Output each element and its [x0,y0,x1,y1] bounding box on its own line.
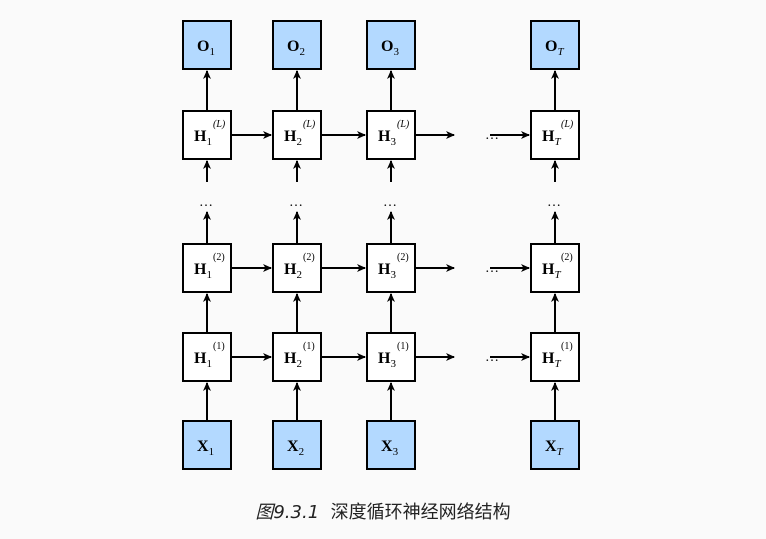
hidden-node-1: H1(2) [182,243,232,293]
layer-superscript: (1) [561,341,573,352]
time-subscript: 3 [390,136,396,148]
time-subscript: T [557,46,564,58]
hidden-node-2: H2(L) [272,110,322,160]
time-subscript: 1 [206,358,212,370]
hidden-node-box [530,332,580,382]
layer-superscript: (L) [303,119,316,130]
output-node-3: O3 [366,20,416,70]
time-subscript: 2 [296,358,302,370]
vertical-ellipsis: … [547,195,561,210]
hidden-node-box [272,332,322,382]
caption-text: 深度循环神经网络结构 [330,502,511,523]
time-subscript: 3 [393,46,399,58]
hidden-node-box [530,243,580,293]
time-subscript: T [554,136,561,148]
input-node-box [366,420,416,470]
hidden-node-box [366,110,416,160]
hidden-node-box [182,332,232,382]
hidden-node-3: H3(L) [366,110,416,160]
layer-superscript: (L) [213,119,226,130]
hidden-node-box [272,110,322,160]
hidden-node-box [272,243,322,293]
hidden-node-2: H2(1) [272,332,322,382]
figure-caption: 图9.3.1 深度循环神经网络结构 [0,498,766,524]
input-node-2: X2 [272,420,322,470]
time-subscript: 3 [393,446,399,458]
time-subscript: 2 [296,136,302,148]
time-subscript: 1 [209,46,215,58]
input-node-box [272,420,322,470]
vertical-ellipsis: … [289,195,303,210]
hidden-node-2: H2(2) [272,243,322,293]
hidden-node-box [182,110,232,160]
output-node-T: OT [530,20,580,70]
input-node-box [530,420,580,470]
layer-superscript: (L) [397,119,410,130]
output-node-box [182,20,232,70]
output-node-box [272,20,322,70]
time-subscript: 3 [390,358,396,370]
layer-superscript: (2) [303,252,315,263]
hidden-node-box [182,243,232,293]
output-node-box [366,20,416,70]
horizontal-ellipsis: … [485,128,499,143]
layer-superscript: (1) [397,341,409,352]
hidden-node-T: HT(L) [530,110,580,160]
layer-superscript: (L) [561,119,574,130]
time-subscript: 2 [299,46,305,58]
hidden-node-T: HT(2) [530,243,580,293]
time-subscript: T [557,446,564,458]
hidden-node-1: H1(L) [182,110,232,160]
hidden-node-1: H1(1) [182,332,232,382]
caption-number: 图9.3.1 [255,502,320,523]
input-node-1: X1 [182,420,232,470]
time-subscript: 2 [299,446,305,458]
hidden-node-3: H3(1) [366,332,416,382]
time-subscript: 1 [209,446,215,458]
input-node-box [182,420,232,470]
time-subscript: T [554,358,561,370]
layer-superscript: (1) [303,341,315,352]
input-node-3: X3 [366,420,416,470]
hidden-node-3: H3(2) [366,243,416,293]
layer-superscript: (2) [397,252,409,263]
horizontal-ellipsis: … [485,261,499,276]
layer-superscript: (2) [213,252,225,263]
input-node-T: XT [530,420,580,470]
output-node-1: O1 [182,20,232,70]
layer-superscript: (1) [213,341,225,352]
hidden-node-T: HT(1) [530,332,580,382]
vertical-ellipsis: … [199,195,213,210]
vertical-ellipsis: … [383,195,397,210]
time-subscript: 2 [296,269,302,281]
time-subscript: 1 [206,269,212,281]
hidden-node-box [530,110,580,160]
deep-rnn-diagram: O1 O2 O3 OT H1(L) H2(L) H3(L) HT(L) … … … … H1(2) H2(… [182,20,580,470]
time-subscript: 3 [390,269,396,281]
horizontal-ellipsis: … [485,350,499,365]
output-node-box [530,20,580,70]
hidden-node-box [366,243,416,293]
layer-superscript: (2) [561,252,573,263]
time-subscript: 1 [206,136,212,148]
hidden-node-box [366,332,416,382]
time-subscript: T [554,269,561,281]
output-node-2: O2 [272,20,322,70]
